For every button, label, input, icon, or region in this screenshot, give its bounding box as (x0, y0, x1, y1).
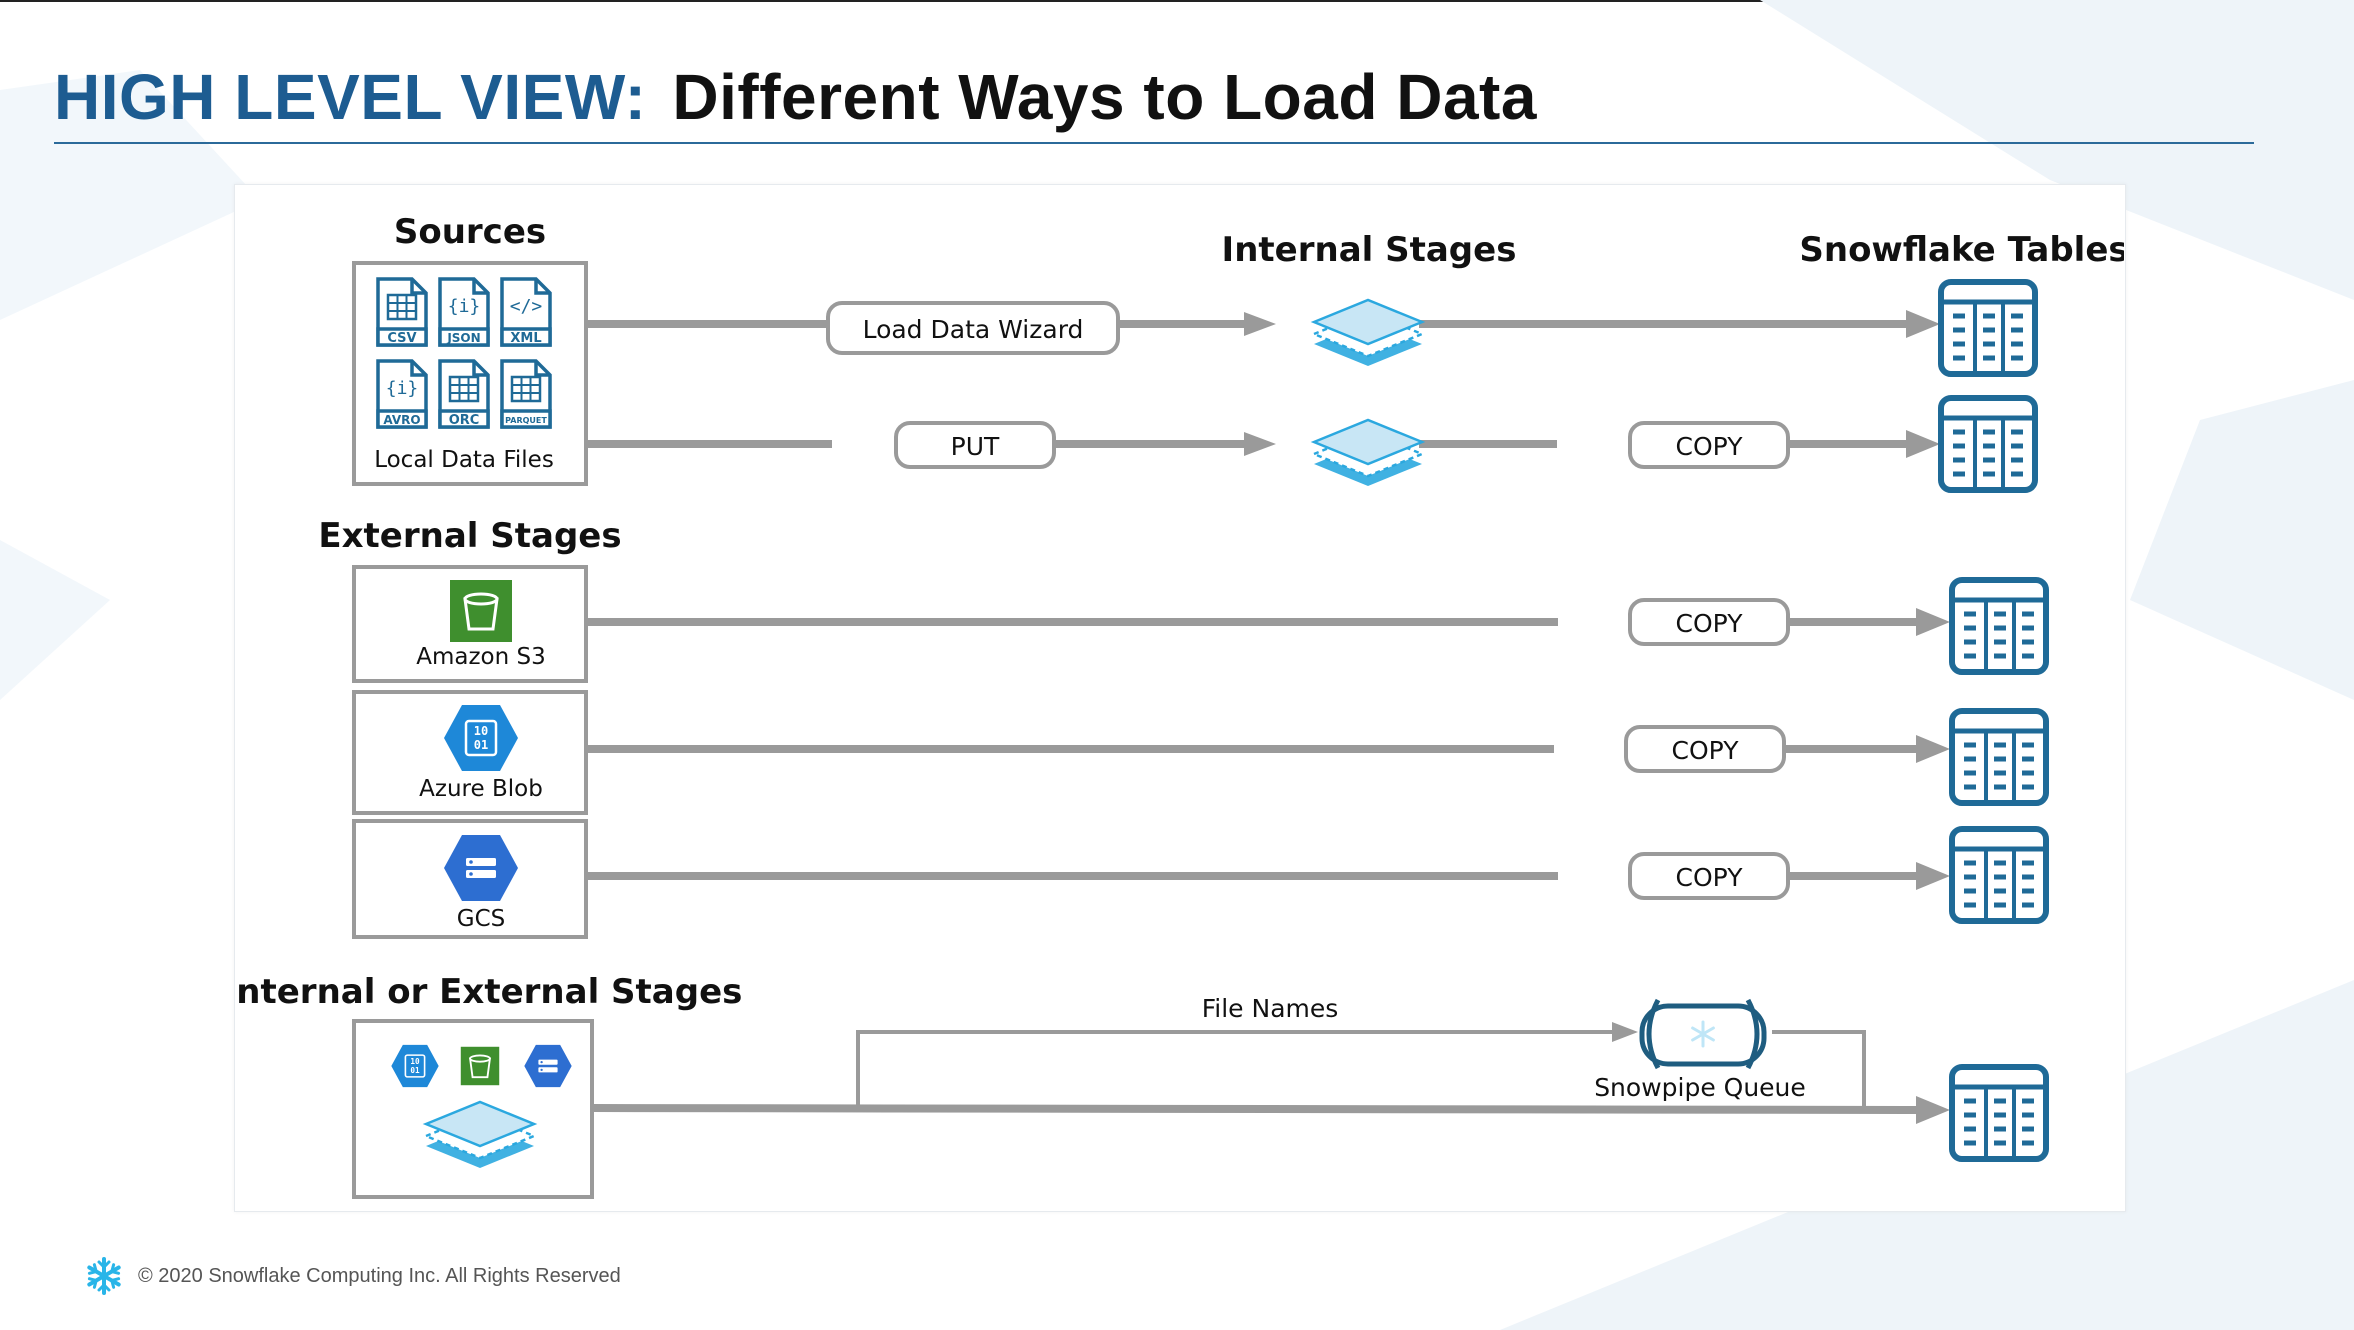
local-data-files-label: Local Data Files (374, 447, 554, 473)
flow-line (1419, 440, 1557, 448)
page-title: HIGH LEVEL VIEW: Different Ways to Load D… (54, 52, 1537, 142)
svg-text:</>: </> (510, 296, 543, 317)
copy-pill (1628, 421, 1790, 469)
copy-pill (1628, 598, 1790, 646)
copy-label: COPY (1676, 863, 1744, 892)
svg-text:CSV: CSV (387, 331, 416, 346)
svg-text:ORC: ORC (449, 413, 480, 428)
arrowhead (1916, 735, 1950, 763)
svg-text:JSON: JSON (446, 331, 480, 345)
arrowhead (1244, 312, 1276, 336)
svg-text:{i}: {i} (448, 296, 481, 317)
put-label: PUT (951, 432, 1000, 461)
heading-internal-or-external-stages: Internal or External Stages (234, 972, 742, 1012)
flow-line (586, 320, 880, 328)
avro-file-icon: {i} AVRO (376, 359, 428, 429)
flow-line (1116, 320, 1246, 328)
load-data-wizard-label: Load Data Wizard (863, 315, 1084, 344)
arrowhead (1916, 862, 1950, 890)
flow-line (586, 745, 1554, 753)
gcs-label: GCS (457, 906, 505, 932)
amazon-s3-label: Amazon S3 (416, 644, 546, 670)
flow-line (1789, 618, 1939, 626)
copy-label: COPY (1676, 609, 1744, 638)
snowflake-logo-icon (87, 1257, 121, 1295)
put-pill (894, 421, 1056, 469)
flow-line (1789, 872, 1939, 880)
csv-file-icon: CSV (376, 277, 428, 347)
svg-text:PARQUET: PARQUET (505, 416, 547, 425)
page-title-main: Different Ways to Load Data (672, 61, 1537, 133)
file-names-branch-line (856, 1030, 1614, 1108)
heading-snowflake-tables: Snowflake Tables (1799, 230, 2124, 270)
title-divider (54, 142, 2254, 144)
heading-internal-stages: Internal Stages (1222, 230, 1517, 270)
top-border-line (0, 0, 2354, 2)
snowflake-table-icon (1952, 580, 2046, 672)
copy-label: COPY (1672, 736, 1740, 765)
azure-blob-label: Azure Blob (419, 776, 543, 802)
flow-line (592, 1104, 1936, 1114)
svg-text:XML: XML (510, 331, 541, 346)
snowpipe-queue-label: Snowpipe Queue (1594, 1073, 1806, 1102)
snowpipe-queue-icon (1639, 998, 1767, 1070)
snowflake-table-icon (1952, 1067, 2046, 1159)
arrowhead (1244, 432, 1276, 456)
svg-text:{i}: {i} (386, 378, 419, 399)
internal-stage-icon (1312, 418, 1424, 488)
snowpipe-return-line (1772, 1030, 1866, 1110)
snowflake-table-icon (1952, 829, 2046, 921)
copy-pill (1628, 852, 1790, 900)
flow-line (586, 872, 1558, 880)
copy-pill (1624, 725, 1786, 773)
amazon-s3-small-icon (459, 1045, 501, 1087)
file-names-label: File Names (1202, 994, 1339, 1023)
json-file-icon: {i} JSON (438, 277, 490, 347)
flow-line (586, 440, 832, 448)
arrowhead (1612, 1022, 1638, 1042)
heading-external-stages: External Stages (318, 516, 621, 556)
parquet-file-icon: PARQUET (500, 359, 552, 429)
footer: © 2020 Snowflake Computing Inc. All Righ… (84, 1256, 621, 1296)
flow-line (1419, 320, 1929, 328)
load-data-diagram: 10 01 Sources Internal Stages Snowflake … (234, 212, 2124, 1199)
arrowhead (1916, 1096, 1950, 1124)
snowflake-table-icon (1952, 711, 2046, 803)
heading-sources: Sources (394, 212, 546, 252)
snowflake-table-icon (1941, 398, 2035, 490)
internal-stage-icon (1312, 298, 1424, 368)
flow-line (1054, 440, 1246, 448)
xml-file-icon: </> XML (500, 277, 552, 347)
page-title-prefix: HIGH LEVEL VIEW: (54, 61, 647, 133)
copyright-text: © 2020 Snowflake Computing Inc. All Righ… (138, 1264, 621, 1287)
load-data-wizard-pill (826, 301, 1120, 355)
copy-label: COPY (1676, 432, 1744, 461)
arrowhead (1916, 608, 1950, 636)
amazon-s3-icon (448, 578, 514, 644)
flow-line (1785, 745, 1939, 753)
flow-line (586, 618, 1558, 626)
flow-line (1789, 440, 1929, 448)
svg-text:AVRO: AVRO (383, 413, 420, 427)
arrowhead (1906, 430, 1940, 458)
arrowhead (1906, 310, 1940, 338)
snowflake-table-icon (1941, 282, 2035, 374)
orc-file-icon: ORC (438, 359, 490, 429)
